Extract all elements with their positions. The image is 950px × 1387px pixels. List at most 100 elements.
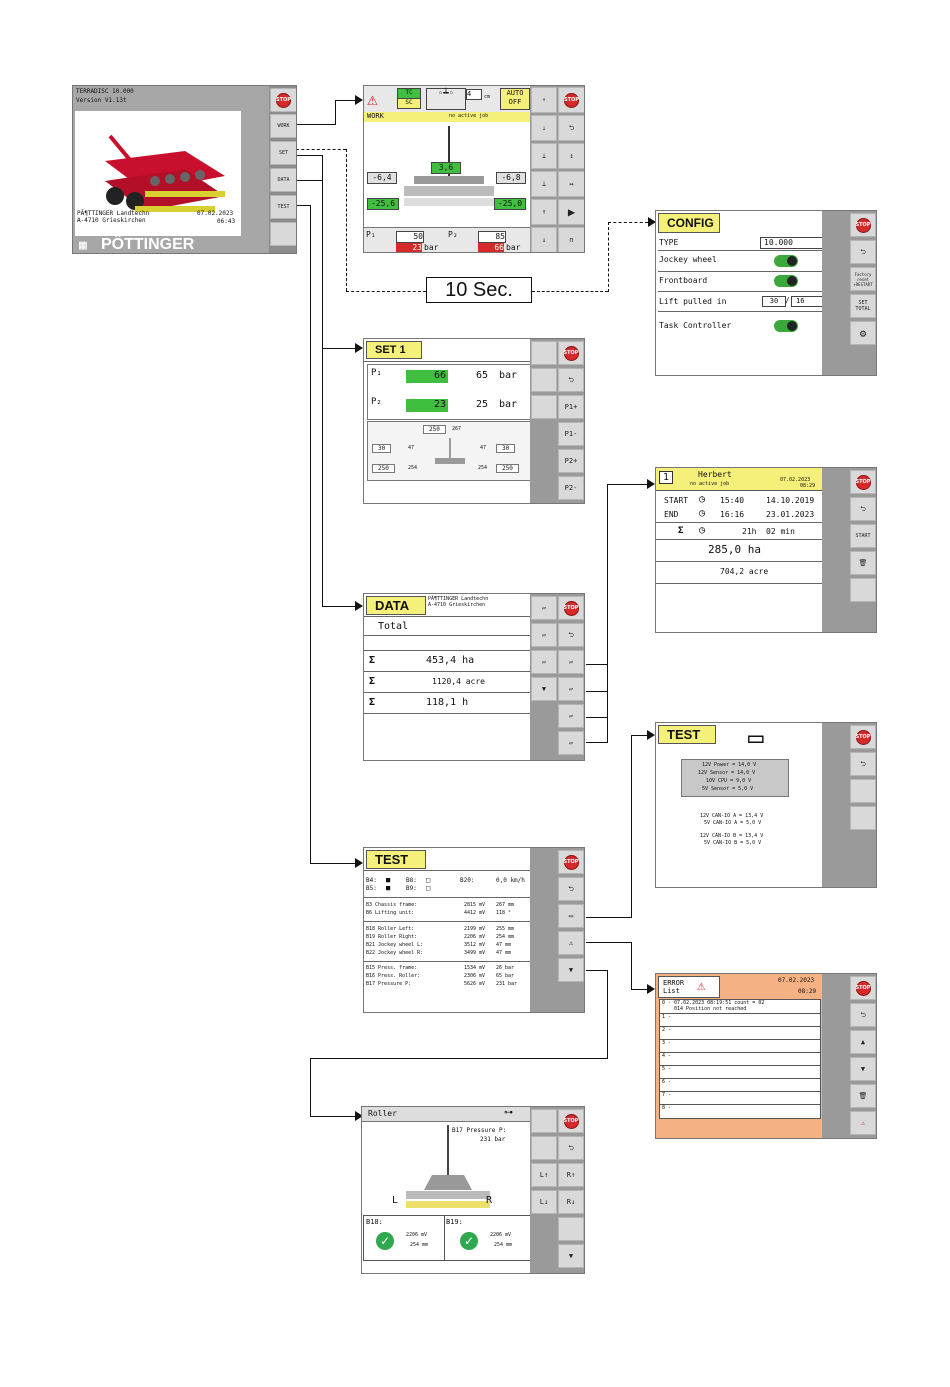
auto-off-toggle[interactable]: AUTO OFF <box>500 88 530 110</box>
start-button[interactable]: START <box>850 524 876 548</box>
stop-button[interactable]: STOP <box>558 87 584 113</box>
data-screen: DATA PÃ¶TTINGER Landtechn A-4710 Grieski… <box>363 593 585 761</box>
job-list-button[interactable]: ▱ <box>531 623 557 647</box>
down-button[interactable]: ▼ <box>558 1244 584 1268</box>
top-a[interactable]: 250 <box>423 425 446 434</box>
play-button[interactable]: ▶ <box>558 199 584 225</box>
check-icon: ✓ <box>376 1232 394 1250</box>
back-button[interactable]: ⮌ <box>558 115 584 141</box>
error-row[interactable]: 2 - <box>660 1026 820 1038</box>
right-b[interactable]: 30 <box>496 444 516 453</box>
empty-button[interactable] <box>270 222 296 246</box>
bottom-right-b[interactable]: 250 <box>496 464 519 473</box>
right-roller-up-button[interactable]: R↑ <box>558 1163 584 1187</box>
jockey-toggle[interactable] <box>774 255 798 267</box>
p2-plus-button[interactable]: P2+ <box>558 449 584 473</box>
stop-button[interactable]: STOP <box>558 1109 584 1133</box>
back-button[interactable]: ⮌ <box>558 877 584 901</box>
back-button[interactable]: ⮌ <box>558 623 584 647</box>
unfold-icon-button[interactable]: ↔ <box>558 171 584 197</box>
p1-setpoint[interactable]: 65 <box>476 370 489 381</box>
unfold-button[interactable]: ⊥ <box>531 171 557 197</box>
type-field[interactable]: 10.000 <box>760 237 825 249</box>
empty-button[interactable] <box>531 341 557 365</box>
left-a[interactable]: 30 <box>372 444 392 453</box>
clear-warnings-button[interactable]: ⚠ <box>850 1111 876 1135</box>
error-row[interactable]: 1 - <box>660 1013 820 1025</box>
job-2-button[interactable]: ▱ <box>558 677 584 701</box>
sensor-mv: 2815 mV <box>464 902 486 908</box>
p1-minus-button[interactable]: P1- <box>558 422 584 446</box>
down-button[interactable]: ▼ <box>531 677 557 701</box>
lift-up-button[interactable]: ⇡ <box>531 87 557 113</box>
wheel-up-button[interactable]: ↑ <box>531 199 557 225</box>
job-4-button[interactable]: ▱ <box>558 731 584 755</box>
gear-button[interactable]: ⚙ <box>850 321 876 345</box>
stop-button[interactable]: STOP <box>850 470 876 494</box>
empty-button[interactable] <box>531 1109 557 1133</box>
u-turn-button[interactable]: ∩ <box>558 227 584 252</box>
test-button[interactable]: TEST <box>270 195 296 219</box>
stop-button[interactable]: STOP <box>558 341 584 365</box>
job-1-button[interactable]: ▱ <box>558 650 584 674</box>
stop-button[interactable]: STOP <box>850 725 876 749</box>
fold-icon-button[interactable]: ↕ <box>558 143 584 169</box>
job-list-button[interactable]: ▱ <box>531 596 557 620</box>
error-row[interactable]: 3 - <box>660 1039 820 1051</box>
empty-button[interactable] <box>850 578 876 602</box>
work-button[interactable]: WORK <box>270 114 296 138</box>
empty-button[interactable] <box>531 395 557 419</box>
up-button[interactable]: ▲ <box>850 1030 876 1054</box>
down-button[interactable]: ▼ <box>850 1057 876 1081</box>
left-roller-up-button[interactable]: L↑ <box>531 1163 557 1187</box>
error-row[interactable]: 4 - <box>660 1052 820 1064</box>
p1-plus-button[interactable]: P1+ <box>558 395 584 419</box>
delete-button[interactable]: 🗑 <box>850 551 876 575</box>
stop-button[interactable]: STOP <box>558 596 584 620</box>
factory-reset-button[interactable]: Factory reset +RESTART <box>850 267 876 291</box>
error-row[interactable]: 6 - <box>660 1078 820 1090</box>
empty-button[interactable] <box>531 368 557 392</box>
empty-button[interactable] <box>531 1136 557 1160</box>
down-button[interactable]: ▼ <box>558 958 584 982</box>
set-total-button[interactable]: SET TOTAL <box>850 294 876 318</box>
lift-down-button[interactable]: ⇣ <box>531 115 557 141</box>
error-list-button[interactable]: ⚠ <box>558 931 584 955</box>
sensor-value: 118 ° <box>496 910 512 916</box>
battery-button[interactable]: ▭ <box>558 904 584 928</box>
lift-field-a[interactable]: 30 <box>762 296 786 307</box>
job-3-button[interactable]: ▱ <box>558 704 584 728</box>
job-list-button[interactable]: ▱ <box>531 650 557 674</box>
task-toggle[interactable] <box>774 320 798 332</box>
back-button[interactable]: ⮌ <box>850 752 876 776</box>
back-button[interactable]: ⮌ <box>850 1003 876 1027</box>
left-roller-down-button[interactable]: L↓ <box>531 1190 557 1214</box>
stop-button[interactable]: STOP <box>270 88 296 112</box>
back-button[interactable]: ⮌ <box>850 240 876 264</box>
error-row[interactable]: 5 - <box>660 1065 820 1077</box>
error-row[interactable]: 7 - <box>660 1091 820 1103</box>
front-label: Frontboard <box>659 276 708 285</box>
stop-button[interactable]: STOP <box>850 213 876 237</box>
bottom-left-a[interactable]: 250 <box>372 464 395 473</box>
empty-button[interactable] <box>850 779 876 803</box>
stop-button[interactable]: STOP <box>558 850 584 874</box>
wheel-down-button[interactable]: ↓ <box>531 227 557 252</box>
back-button[interactable]: ⮌ <box>558 1136 584 1160</box>
front-toggle[interactable] <box>774 275 798 287</box>
error-row[interactable]: 8 - <box>660 1104 820 1116</box>
p2-setpoint[interactable]: 25 <box>476 399 489 410</box>
data-button[interactable]: DATA <box>270 168 296 192</box>
set-button[interactable]: SET <box>270 141 296 165</box>
fold-button[interactable]: ⊥ <box>531 143 557 169</box>
p2-minus-button[interactable]: P2- <box>558 476 584 500</box>
empty-button[interactable] <box>850 806 876 830</box>
delete-button[interactable]: 🗑 <box>850 1084 876 1108</box>
back-button[interactable]: ⮌ <box>558 368 584 392</box>
stop-button[interactable]: STOP <box>850 976 876 1000</box>
back-button[interactable]: ⮌ <box>850 497 876 521</box>
right-roller-down-button[interactable]: R↓ <box>558 1190 584 1214</box>
depth-field[interactable]: 4 <box>466 89 482 100</box>
empty-button[interactable] <box>558 1217 584 1241</box>
